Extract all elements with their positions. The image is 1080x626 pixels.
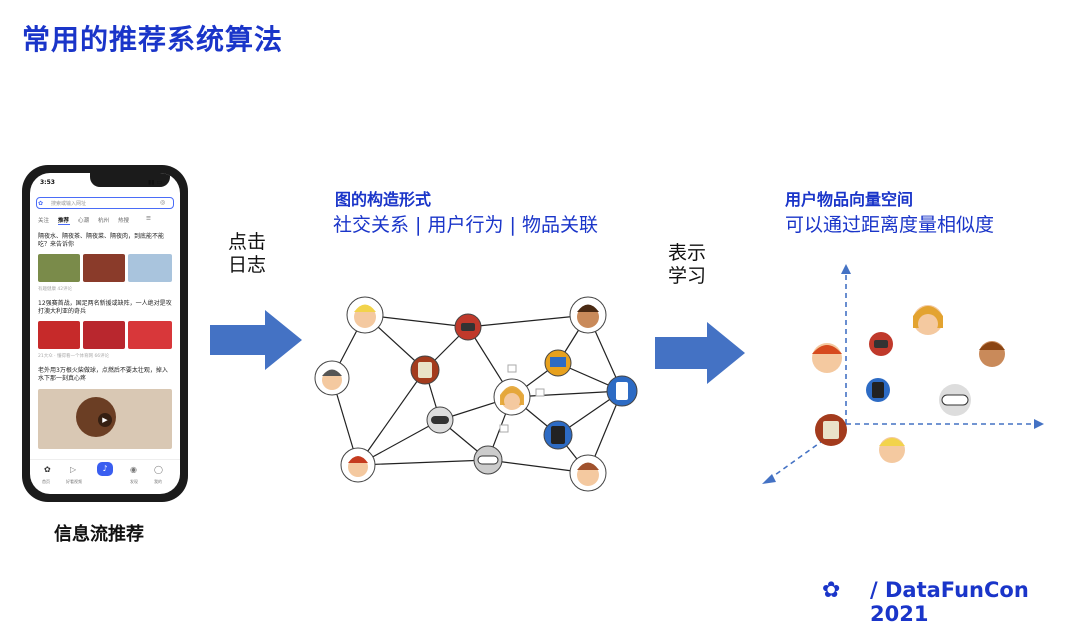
nav-label-home: 首页 <box>42 479 50 484</box>
news-meta-0: 有趣健康 42评论 <box>38 287 73 292</box>
user-node-6 <box>569 454 607 492</box>
axis-arrowhead-diag <box>762 474 776 484</box>
item-node-computer <box>544 349 572 377</box>
nav-label-video: 好看视频 <box>66 479 82 484</box>
nav-divider <box>30 459 180 460</box>
phone-search-input[interactable]: 搜索或输入网址 <box>36 197 174 209</box>
phone-screen: 3:53 ▮▮ ▭ 搜索或输入网址 ✿ ◎ 关注 推荐 心潮 杭州 热搜 ☰ 隔… <box>30 173 180 494</box>
nav-label-profile: 我的 <box>154 479 162 484</box>
space-heading: 用户物品向量空间 <box>785 190 914 209</box>
home-icon[interactable]: ✿ <box>44 465 51 474</box>
news-image <box>38 321 80 349</box>
news-image <box>83 254 125 282</box>
edge-tag-icon <box>507 364 517 373</box>
news-meta-1: 21大众 · 懂得看一个体育网 66评论 <box>38 354 110 359</box>
item-node-tablet <box>543 420 573 450</box>
arrow1-label-line2: 日志 <box>228 254 267 276</box>
item-node-switch <box>454 313 482 341</box>
phone-tab-3[interactable]: 杭州 <box>98 218 110 224</box>
axis-arrowhead-right <box>1034 419 1044 429</box>
slide-title: 常用的推荐系统算法 <box>22 23 284 56</box>
news-image <box>38 254 80 282</box>
play-icon[interactable]: ▶ <box>98 413 112 427</box>
item-point-phone <box>866 378 890 402</box>
item-point-xbox-controller <box>939 384 971 416</box>
news-item-2[interactable]: 老外用3万根火柴做球，点燃后不要太壮观，掉入水下那一刻真心疼 <box>38 367 168 382</box>
signal-icon: ▮▮ ▭ <box>148 179 163 186</box>
news-item-0[interactable]: 隔夜水、隔夜茶、隔夜菜、隔夜肉，到底能不能吃？来告诉你 <box>38 233 165 248</box>
news-image <box>128 321 172 349</box>
item-point-gameboy <box>815 414 847 446</box>
menu-icon[interactable]: ☰ <box>146 216 151 222</box>
discover-icon[interactable]: ◉ <box>130 465 137 474</box>
arrow2-label-line1: 表示 <box>668 242 707 264</box>
baidu-paw-icon: ✿ <box>38 200 44 207</box>
item-point-switch <box>869 332 893 356</box>
tab-underline <box>58 224 70 225</box>
voice-icon[interactable]: ♪ <box>97 462 113 476</box>
profile-icon[interactable]: ◯ <box>154 465 163 474</box>
user-node-5 <box>493 378 531 416</box>
graph-subheading: 社交关系 | 用户行为 | 物品关联 <box>333 214 598 236</box>
camera-icon[interactable]: ◎ <box>160 199 166 206</box>
vector-axes <box>767 270 1038 481</box>
search-placeholder: 搜索或输入网址 <box>51 201 87 207</box>
axis-arrowhead-up <box>841 264 851 274</box>
graph-heading: 图的构造形式 <box>335 190 432 209</box>
edge-tag-icon <box>535 388 545 397</box>
baidu-paw-icon: ✿ <box>822 578 841 603</box>
nav-label-discover: 发现 <box>130 479 138 484</box>
graph-edges <box>331 314 623 474</box>
phone-tab-0[interactable]: 关注 <box>38 218 50 224</box>
news-image <box>128 254 172 282</box>
arrow-right-icon <box>655 322 745 384</box>
item-node-gameboy <box>410 355 440 385</box>
edge-tag-icon <box>499 424 509 433</box>
video-icon[interactable]: ▷ <box>70 465 77 474</box>
user-node-4 <box>569 296 607 334</box>
item-node-xbox-controller <box>473 445 503 475</box>
vector-space-plot <box>762 264 1044 484</box>
arrow1-label: 点击 日志 <box>228 231 266 277</box>
item-node-phone <box>606 375 638 407</box>
user-point-3 <box>979 341 1005 367</box>
arrow2-label: 表示 学习 <box>668 242 706 288</box>
graph-diagram <box>314 296 638 492</box>
phone-tab-4[interactable]: 热搜 <box>118 218 130 224</box>
phone-time: 3:53 <box>40 179 55 186</box>
user-node-2 <box>314 360 350 396</box>
phone-caption: 信息流推荐 <box>54 524 144 545</box>
user-node-3 <box>340 447 376 483</box>
phone-tab-2[interactable]: 心潮 <box>78 218 90 224</box>
news-image <box>83 321 125 349</box>
user-point-4 <box>879 437 905 463</box>
news-item-1[interactable]: 12强赛首战，国足两名新援或缺阵，一人绝对是攻打澳大利亚的奇兵 <box>38 300 172 315</box>
user-point-2 <box>913 305 943 335</box>
phone-notch <box>90 173 170 187</box>
arrow-right-icon <box>210 310 302 370</box>
user-point-1 <box>812 343 842 373</box>
video-thumbnail[interactable]: ▶ <box>38 389 172 449</box>
phone-tab-1[interactable]: 推荐 <box>58 218 70 224</box>
arrow1-label-line1: 点击 <box>228 231 267 253</box>
footer-brand: / DataFunCon 2021 <box>870 578 1029 626</box>
user-node-1 <box>346 296 384 334</box>
space-subheading: 可以通过距离度量相似度 <box>785 214 995 236</box>
item-node-gamepad <box>426 406 454 434</box>
arrow2-label-line2: 学习 <box>668 265 707 287</box>
